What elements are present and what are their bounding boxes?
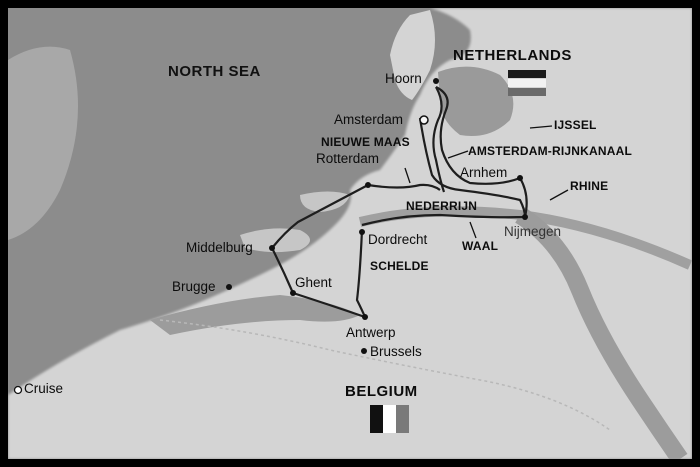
brussels-marker xyxy=(361,348,367,354)
border-line xyxy=(159,319,611,431)
nijmegen-label: Nijmegen xyxy=(504,224,562,239)
cruise-legend-label: Cruise xyxy=(24,381,64,396)
arnhem-label: Arnhem xyxy=(460,165,508,180)
rhine-leader xyxy=(549,189,569,201)
map-frame: NETHERLANDS BELGIUM NORTH SEA Hoorn Amst… xyxy=(8,8,692,459)
middelburg-marker xyxy=(269,245,275,251)
waal-leader xyxy=(469,221,477,239)
ghent-marker xyxy=(290,290,296,296)
amsterdam-rijnkanaal-label: AMSTERDAM-RIJNKANAAL xyxy=(468,144,632,158)
mainland-land xyxy=(8,8,692,459)
antwerp-marker xyxy=(362,314,368,320)
dordrecht-label: Dordrecht xyxy=(368,232,428,247)
amsterdam-marker xyxy=(419,115,429,125)
north-holland-land xyxy=(390,10,435,100)
middelburg-label: Middelburg xyxy=(186,240,253,255)
belgium-flag xyxy=(370,405,409,433)
nederrijn-label: NEDERRIJN xyxy=(406,199,478,213)
brugge-marker xyxy=(226,284,232,290)
hoorn-label: Hoorn xyxy=(385,71,422,86)
route-hoorn-amsterdam xyxy=(432,86,446,193)
schelde-label: SCHELDE xyxy=(370,259,429,273)
amsterdam-label: Amsterdam xyxy=(334,112,404,127)
maas-river-water xyxy=(515,207,688,459)
route-nieuwe-maas xyxy=(367,183,441,191)
route-amsterdam-rijnkanaal xyxy=(418,117,527,218)
route-rotterdam-middelburg xyxy=(271,184,369,249)
map-canvas xyxy=(8,8,692,459)
rotterdam-marker xyxy=(365,182,371,188)
nieuwe-maas-leader xyxy=(404,167,411,184)
nijmegen-marker xyxy=(522,214,528,220)
waal-label: WAAL xyxy=(462,239,499,253)
brugge-label: Brugge xyxy=(172,279,216,294)
route-ghent-antwerp xyxy=(292,291,366,319)
route-dordrecht-antwerp xyxy=(355,229,367,318)
hoorn-marker xyxy=(433,78,439,84)
zeeland-island xyxy=(240,228,310,253)
ijssel-label: IJSSEL xyxy=(554,118,597,132)
rijnkanaal-leader xyxy=(447,150,469,159)
antwerp-label: Antwerp xyxy=(346,325,396,340)
ghent-label: Ghent xyxy=(295,275,332,290)
cruise-legend-marker xyxy=(13,385,23,395)
netherlands-flag xyxy=(508,70,546,96)
dordrecht-marker xyxy=(359,229,365,235)
ijsselmeer-water xyxy=(438,66,514,136)
estuary-island xyxy=(300,191,350,212)
route-ijssel-arnhem xyxy=(435,86,521,185)
rhine-label: RHINE xyxy=(570,179,609,193)
rotterdam-label: Rotterdam xyxy=(316,151,380,166)
west-coast-land xyxy=(8,46,78,241)
brussels-label: Brussels xyxy=(370,344,422,359)
belgium-label: BELGIUM xyxy=(345,383,418,400)
north-sea-label: NORTH SEA xyxy=(168,63,261,80)
route-nederrijn-waal xyxy=(361,177,528,227)
route-middelburg-ghent xyxy=(271,247,295,294)
netherlands-label: NETHERLANDS xyxy=(453,47,572,64)
arnhem-marker xyxy=(517,175,523,181)
ijssel-leader xyxy=(529,125,553,129)
nieuwe-maas-label: NIEUWE MAAS xyxy=(321,135,410,149)
cruise-route xyxy=(271,86,528,319)
